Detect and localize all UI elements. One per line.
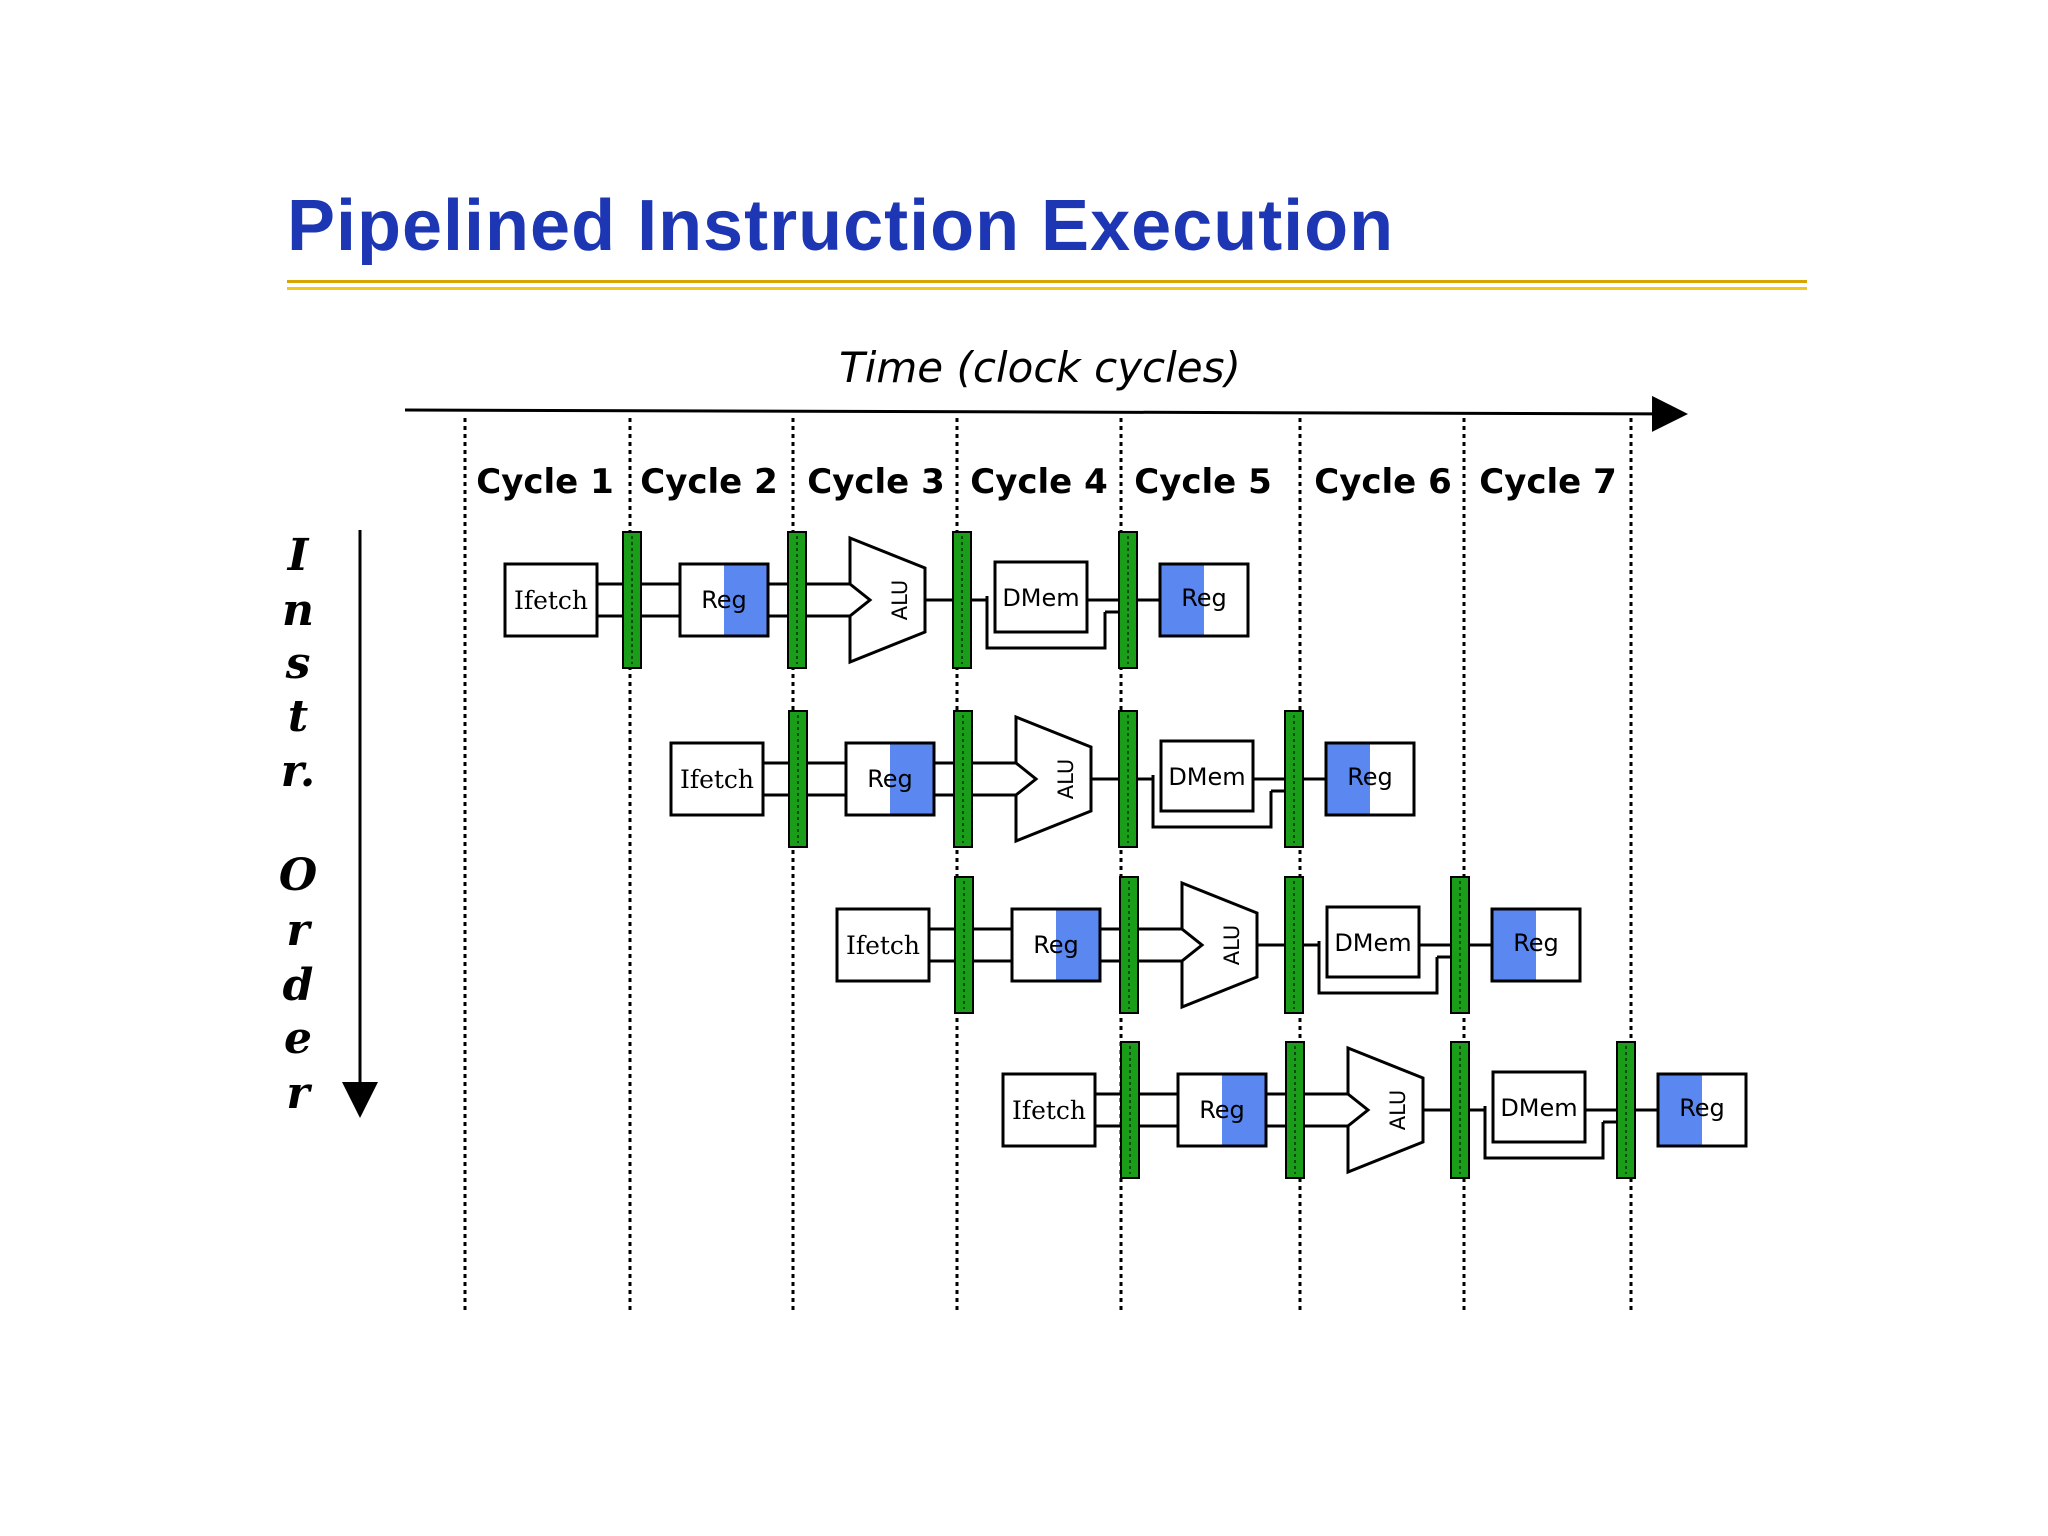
- instruction-row-2: Ifetch Reg ALU DMem Reg: [669, 710, 1416, 848]
- pipeline-register: [1118, 710, 1138, 848]
- reg-read-label: Reg: [1199, 1096, 1245, 1124]
- instruction-order-letter: n: [282, 585, 314, 636]
- reg-read-fill: [724, 564, 768, 636]
- reg-read-fill: [1222, 1074, 1266, 1146]
- reg-write-box: [1490, 907, 1582, 983]
- pipeline-register: [1284, 876, 1304, 1014]
- alu-label: ALU: [1054, 759, 1078, 799]
- instruction-order-letter: r: [286, 1068, 312, 1119]
- alu-label: ALU: [1220, 925, 1244, 965]
- alu-label: ALU: [888, 580, 912, 620]
- reg-read-label: Reg: [1033, 931, 1079, 959]
- dmem-box: [993, 560, 1089, 634]
- reg-read-box: [678, 562, 770, 638]
- dmem-bypass-wire: [1483, 1106, 1605, 1160]
- reg-read-box: [1176, 1072, 1268, 1148]
- instruction-row-1: Ifetch Reg ALU DMem Reg: [503, 531, 1250, 669]
- ifetch-box: [503, 562, 599, 638]
- reg-write-fill: [1326, 743, 1370, 815]
- cycle-labels: Cycle 1 Cycle 2 Cycle 3 Cycle 4 Cycle 5 Cycle…: [476, 462, 1616, 502]
- instruction-row-4: Ifetch Reg ALU DMem Reg: [1001, 1041, 1748, 1179]
- cycle-label-6: Cycle 6: [1314, 462, 1451, 502]
- pipeline-register: [1119, 876, 1139, 1014]
- ifetch-label: Ifetch: [846, 931, 920, 960]
- cycle-label-4: Cycle 4: [970, 462, 1107, 502]
- ifetch-label: Ifetch: [514, 586, 588, 615]
- reg-write-fill: [1658, 1074, 1702, 1146]
- reg-write-box: [1158, 562, 1250, 638]
- alu-shape: [1180, 880, 1259, 1010]
- dmem-box: [1159, 739, 1255, 813]
- pipeline-register: [788, 710, 808, 848]
- reg-write-label: Reg: [1513, 929, 1559, 957]
- reg-write-fill: [1160, 564, 1204, 636]
- dmem-box: [1491, 1070, 1587, 1144]
- ifetch-box: [1001, 1072, 1097, 1148]
- dmem-bypass-wire: [985, 596, 1107, 650]
- reg-write-label: Reg: [1347, 763, 1393, 791]
- pipeline-register: [1285, 1041, 1305, 1179]
- instruction-order-letter: r: [286, 905, 312, 956]
- instruction-row-3: Ifetch Reg ALU DMem Reg: [835, 876, 1582, 1014]
- pipeline-register: [1450, 1041, 1470, 1179]
- reg-read-fill: [1056, 909, 1100, 981]
- cycle-label-2: Cycle 2: [640, 462, 777, 502]
- dmem-label: DMem: [1334, 929, 1411, 957]
- pipeline-register: [954, 876, 974, 1014]
- cycle-label-1: Cycle 1: [476, 462, 613, 502]
- pipeline-register: [1120, 1041, 1140, 1179]
- slide-title: Pipelined Instruction Execution: [287, 186, 1395, 266]
- reg-read-fill: [890, 743, 934, 815]
- pipeline-register: [622, 531, 642, 669]
- ifetch-box: [835, 907, 931, 983]
- dmem-label: DMem: [1500, 1094, 1577, 1122]
- dmem-label: DMem: [1002, 584, 1079, 612]
- alu-label: ALU: [1386, 1090, 1410, 1130]
- dmem-bypass-wire: [1151, 775, 1273, 829]
- dmem-label: DMem: [1168, 763, 1245, 791]
- pipeline-register: [1450, 876, 1470, 1014]
- reg-write-fill: [1492, 909, 1536, 981]
- dmem-box: [1325, 905, 1421, 979]
- ifetch-label: Ifetch: [1012, 1096, 1086, 1125]
- instruction-order-letter: d: [283, 960, 314, 1011]
- cycle-label-7: Cycle 7: [1479, 462, 1616, 502]
- alu-shape: [848, 535, 927, 665]
- pipeline-register: [1284, 710, 1304, 848]
- ifetch-box: [669, 741, 765, 817]
- instruction-order-letter: s: [285, 638, 311, 689]
- reg-write-label: Reg: [1181, 584, 1227, 612]
- pipeline-register: [1616, 1041, 1636, 1179]
- instruction-order-letter: r.: [281, 746, 315, 797]
- alu-shape: [1014, 714, 1093, 844]
- pipeline-register: [953, 710, 973, 848]
- reg-read-label: Reg: [867, 765, 913, 793]
- instruction-order-letter: t: [288, 691, 308, 742]
- reg-write-box: [1656, 1072, 1748, 1148]
- instruction-order-letter: O: [279, 850, 317, 901]
- reg-read-box: [844, 741, 936, 817]
- instruction-order-letter: I: [286, 530, 310, 581]
- pipeline-register: [787, 531, 807, 669]
- cycle-label-5: Cycle 5: [1134, 462, 1271, 502]
- reg-write-label: Reg: [1679, 1094, 1725, 1122]
- alu-shape: [1346, 1045, 1425, 1175]
- dmem-bypass-wire: [1317, 941, 1439, 995]
- pipeline-register: [952, 531, 972, 669]
- time-axis-arrow: [404, 395, 1688, 432]
- time-axis-label: Time (clock cycles): [839, 343, 1241, 392]
- reg-write-box: [1324, 741, 1416, 817]
- instruction-order-letter: e: [284, 1013, 312, 1064]
- title-underline-light: [287, 287, 1807, 290]
- reg-read-label: Reg: [701, 586, 747, 614]
- ifetch-label: Ifetch: [680, 765, 754, 794]
- pipeline-register: [1118, 531, 1138, 669]
- reg-read-box: [1010, 907, 1102, 983]
- cycle-label-3: Cycle 3: [807, 462, 944, 502]
- title-underline-dark: [287, 280, 1807, 283]
